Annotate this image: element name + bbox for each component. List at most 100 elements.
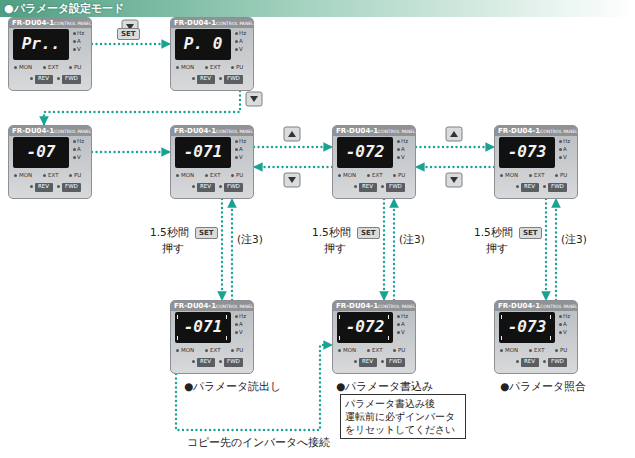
led-dot [559, 323, 562, 326]
panel-header-text: FR-DU04-1 [336, 303, 378, 310]
led-dot [559, 315, 562, 318]
indicator-label: PU [236, 65, 243, 71]
indicator-label: MON [343, 348, 356, 354]
indicator-label: V [239, 47, 243, 53]
step-note: 押す [486, 242, 508, 255]
led-dot [192, 185, 195, 188]
indicator-label: REV [200, 76, 211, 82]
dotted-arrow [231, 199, 233, 300]
indicator-label: FWD [65, 184, 78, 190]
indicator-label: A [563, 322, 567, 328]
led-dot [235, 140, 238, 143]
indicator-label: Hz [239, 314, 246, 320]
indicator-label: A [77, 39, 81, 45]
indicator-label: FWD [389, 359, 402, 365]
indicator-label: REV [362, 184, 373, 190]
indicator-label: A [563, 147, 567, 153]
indicator-label: REV [38, 184, 49, 190]
indicator-label: EXT [210, 65, 221, 71]
down-button [446, 173, 462, 187]
display-text: -07 [13, 144, 69, 160]
indicator-label: Hz [563, 314, 570, 320]
indicator-label: FWD [227, 359, 240, 365]
indicator-label: PU [236, 173, 243, 179]
mode-caption: ●パラメータ書込み [336, 380, 433, 393]
indicator-label: EXT [48, 65, 59, 71]
led-dot [73, 32, 76, 35]
led-dot [500, 349, 503, 352]
led-dot [192, 360, 195, 363]
panel-header-text: CONTROL PANEL [54, 22, 92, 27]
panel-header-text: CONTROL PANEL [54, 130, 92, 135]
indicator-label: REV [524, 184, 535, 190]
indicator-label: FWD [227, 76, 240, 82]
led-dot [57, 185, 60, 188]
indicator-label: A [77, 147, 81, 153]
led-dot [43, 174, 46, 177]
indicator-label: V [563, 330, 567, 336]
led-dot [235, 32, 238, 35]
blink-mark [226, 315, 227, 319]
control-panel: -071FR-DU04-1CONTROL PANELHzAVMONEXTPURE… [170, 125, 254, 199]
indicator-label: EXT [48, 173, 59, 179]
up-button [446, 127, 462, 141]
led-dot [543, 185, 546, 188]
set-button: SET [117, 28, 140, 40]
indicator-label: A [239, 39, 243, 45]
led-dot [529, 174, 532, 177]
indicator-label: V [239, 155, 243, 161]
indicator-label: MON [505, 348, 518, 354]
indicator-label: PU [74, 173, 81, 179]
lcd-display: P. 0 [175, 29, 231, 60]
control-panel: P. 0FR-DU04-1CONTROL PANELHzAVMONEXTPURE… [170, 17, 254, 91]
mode-caption: ●パラメータ照合 [500, 380, 586, 393]
panel-header-text: FR-DU04-1 [498, 303, 540, 310]
display-text: -073 [499, 319, 555, 335]
led-dot [397, 148, 400, 151]
led-dot [559, 156, 562, 159]
control-panel: Pr..FR-DU04-1CONTROL PANELHzAVMONEXTPURE… [8, 17, 92, 91]
led-dot [559, 148, 562, 151]
indicator-label: PU [398, 173, 405, 179]
blink-mark [501, 336, 502, 340]
indicator-label: FWD [227, 184, 240, 190]
indicator-label: REV [524, 359, 535, 365]
led-dot [69, 174, 72, 177]
lcd-display: -072 [337, 137, 393, 168]
led-dot [14, 66, 17, 69]
led-dot [235, 331, 238, 334]
led-dot [205, 174, 208, 177]
panel-header-text: FR-DU04-1 [174, 303, 216, 310]
led-dot [235, 148, 238, 151]
led-dot [397, 323, 400, 326]
control-panel: -073FR-DU04-1CONTROL PANELHzAVMONEXTPURE… [494, 300, 578, 374]
led-dot [57, 77, 60, 80]
led-dot [219, 185, 222, 188]
step-note: 押す [324, 242, 346, 255]
indicator-label: Hz [563, 139, 570, 145]
down-button [284, 173, 300, 187]
indicator-label: V [563, 155, 567, 161]
led-dot [73, 156, 76, 159]
control-panel: -072FR-DU04-1CONTROL PANELHzAVMONEXTPURE… [332, 125, 416, 199]
display-text: -071 [175, 319, 231, 335]
led-dot [555, 349, 558, 352]
panel-header-text: CONTROL PANEL [378, 305, 416, 310]
set-button: SET [195, 227, 218, 239]
led-dot [559, 331, 562, 334]
step-note: (注3) [237, 233, 263, 246]
led-dot [338, 174, 341, 177]
led-dot [393, 174, 396, 177]
led-dot [397, 315, 400, 318]
led-dot [73, 48, 76, 51]
indicator-label: Hz [239, 139, 246, 145]
page-title: ●パラメータ設定モード [4, 1, 124, 16]
panel-header-text: CONTROL PANEL [216, 305, 254, 310]
control-panel: -073FR-DU04-1CONTROL PANELHzAVMONEXTPURE… [494, 125, 578, 199]
note-box: パラメータ書込み後 運転前に必ずインバータ をリセットしてください [340, 394, 466, 439]
led-dot [69, 66, 72, 69]
led-dot [231, 66, 234, 69]
step-note: 1.5秒間 [474, 226, 513, 239]
led-dot [73, 40, 76, 43]
display-text: P. 0 [175, 36, 231, 52]
